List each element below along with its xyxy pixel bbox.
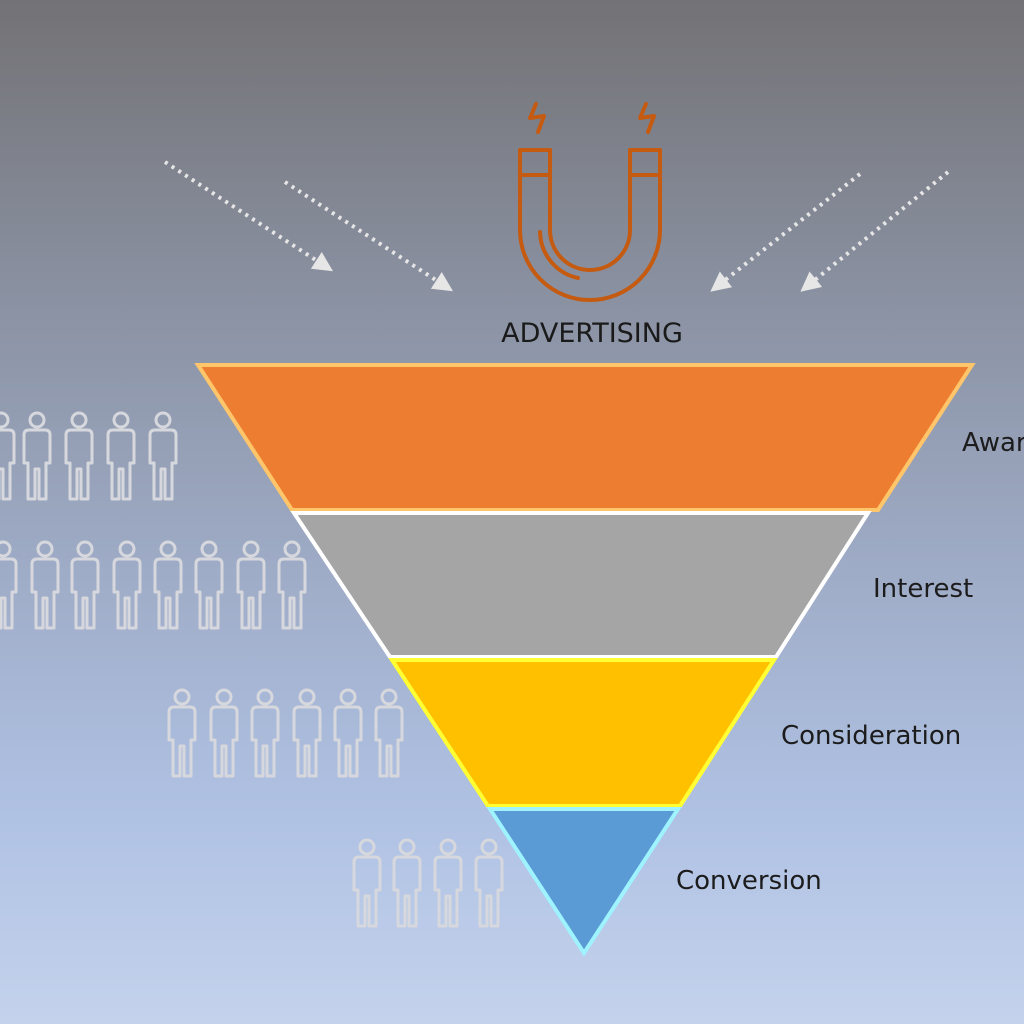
person-icon bbox=[64, 411, 94, 501]
person-icon bbox=[0, 540, 18, 630]
person-icon bbox=[153, 540, 183, 630]
stage-interest bbox=[290, 511, 872, 659]
person-icon bbox=[277, 540, 307, 630]
stage-label-consideration: Consideration bbox=[781, 721, 962, 751]
magnet-icon bbox=[518, 102, 662, 302]
person-icon bbox=[22, 411, 52, 501]
person-icon bbox=[112, 540, 142, 630]
person-icon bbox=[167, 688, 197, 778]
people-interest bbox=[0, 540, 307, 630]
stage-conversion bbox=[486, 807, 682, 957]
stage-label-conversion: Conversion bbox=[676, 866, 822, 896]
dotted-arrow-icon bbox=[710, 172, 862, 292]
person-icon bbox=[236, 540, 266, 630]
stage-awareness bbox=[194, 363, 976, 512]
person-icon bbox=[474, 838, 504, 928]
person-icon bbox=[30, 540, 60, 630]
stage-label-awareness: Awareness bbox=[962, 428, 1024, 458]
dotted-arrow-icon bbox=[800, 170, 950, 292]
dotted-arrow-icon bbox=[283, 180, 454, 292]
person-icon bbox=[106, 411, 136, 501]
people-conversion bbox=[352, 838, 504, 928]
person-icon bbox=[194, 540, 224, 630]
stage-label-interest: Interest bbox=[873, 574, 974, 604]
people-consideration bbox=[167, 688, 404, 778]
person-icon bbox=[392, 838, 422, 928]
person-icon bbox=[333, 688, 363, 778]
advertising-label: ADVERTISING bbox=[501, 318, 683, 349]
funnel bbox=[194, 363, 976, 957]
person-icon bbox=[209, 688, 239, 778]
person-icon bbox=[374, 688, 404, 778]
dotted-arrow-icon bbox=[163, 160, 334, 272]
person-icon bbox=[433, 838, 463, 928]
person-icon bbox=[148, 411, 178, 501]
person-icon bbox=[0, 411, 16, 501]
person-icon bbox=[70, 540, 100, 630]
people-awareness bbox=[0, 411, 178, 501]
person-icon bbox=[292, 688, 322, 778]
person-icon bbox=[250, 688, 280, 778]
incoming-arrows bbox=[163, 160, 950, 292]
person-icon bbox=[352, 838, 382, 928]
stage-consideration bbox=[388, 658, 778, 808]
